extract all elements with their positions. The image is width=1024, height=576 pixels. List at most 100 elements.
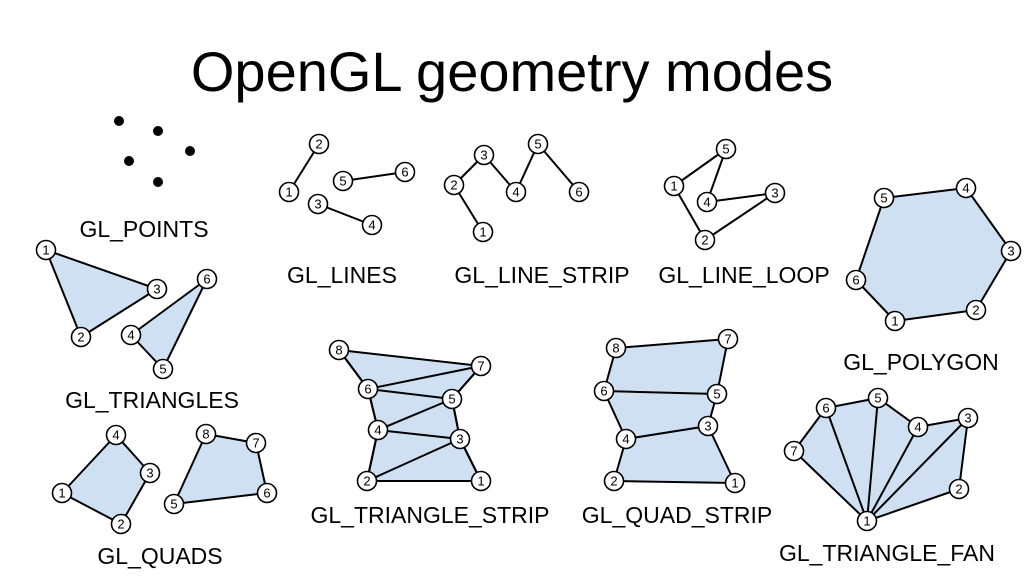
vertex-number: 7: [477, 359, 484, 374]
vertex-number: 7: [790, 444, 797, 459]
vertex-circle: [245, 432, 267, 454]
vertex-circle: [845, 269, 867, 291]
vertex-circle: [51, 482, 73, 504]
vertex-5: 5: [715, 138, 737, 160]
vertex-4: 4: [615, 428, 637, 450]
vertex-circle: [278, 181, 300, 203]
mode-label-triangle_fan: GL_TRIANGLE_FAN: [779, 540, 995, 566]
vertex-number: 3: [153, 282, 160, 297]
vertex-2: 2: [110, 513, 132, 535]
mode-label-line_loop: GL_LINE_LOOP: [658, 262, 829, 288]
vertex-circle: [357, 378, 379, 400]
vertex-circle: [1000, 240, 1022, 262]
vertex-6: 6: [357, 378, 379, 400]
vertex-2: 2: [603, 470, 625, 492]
vertex-number: 5: [880, 191, 887, 206]
vertex-number: 3: [771, 186, 778, 201]
strip-face: [603, 338, 736, 484]
vertex-circle: [783, 440, 805, 462]
vertex-number: 5: [534, 137, 541, 152]
vertex-number: 3: [1007, 244, 1014, 259]
vertex-number: 2: [77, 330, 84, 345]
vertex-2: 2: [694, 229, 716, 251]
vertex-4: 4: [361, 214, 383, 236]
polygon-face: [855, 187, 1012, 322]
quad-face: [61, 434, 151, 525]
vertex-number: 2: [610, 474, 617, 489]
vertex-circle: [307, 193, 329, 215]
vertex-6: 6: [256, 482, 278, 504]
vertex-circle: [568, 181, 590, 203]
vertex-1: 1: [51, 482, 73, 504]
vertex-circle: [361, 214, 383, 236]
vertex-circle: [196, 268, 218, 290]
vertex-circle: [717, 328, 739, 350]
vertex-5: 5: [706, 383, 728, 405]
triangle-face: [45, 249, 158, 338]
vertex-circle: [697, 415, 719, 437]
vertex-circle: [706, 383, 728, 405]
edge: [537, 143, 580, 193]
vertex-number: 2: [701, 233, 708, 248]
vertex-number: 3: [314, 197, 321, 212]
vertex-circle: [470, 470, 492, 492]
vertex-3: 3: [1000, 240, 1022, 262]
vertex-number: 6: [401, 165, 408, 180]
vertex-8: 8: [605, 337, 627, 359]
vertex-number: 4: [914, 420, 921, 435]
vertex-circle: [308, 133, 330, 155]
vertex-6: 6: [845, 269, 867, 291]
mode-points: GL_POINTS: [79, 116, 209, 242]
vertex-1: 1: [663, 175, 685, 197]
vertex-number: 2: [972, 303, 979, 318]
vertex-number: 3: [456, 432, 463, 447]
vertex-circle: [195, 423, 217, 445]
vertex-3: 3: [139, 462, 161, 484]
vertex-circle: [884, 310, 906, 332]
vertex-8: 8: [328, 339, 350, 361]
vertex-4: 4: [696, 191, 718, 213]
vertex-number: 1: [477, 474, 484, 489]
vertex-circle: [867, 387, 889, 409]
vertex-number: 1: [42, 243, 49, 258]
vertex-circle: [505, 181, 527, 203]
vertex-number: 2: [363, 474, 370, 489]
vertex-circle: [472, 221, 494, 243]
vertex-4: 4: [505, 181, 527, 203]
vertex-1: 1: [35, 239, 57, 261]
vertex-1: 1: [470, 470, 492, 492]
vertex-circle: [256, 482, 278, 504]
vertex-5: 5: [527, 133, 549, 155]
vertex-circle: [139, 462, 161, 484]
vertex-number: 6: [203, 272, 210, 287]
vertex-circle: [605, 337, 627, 359]
page-title: OpenGL geometry modes: [190, 40, 834, 103]
vertex-circle: [105, 424, 127, 446]
edge: [866, 426, 919, 522]
vertex-7: 7: [783, 440, 805, 462]
vertex-5: 5: [163, 493, 185, 515]
vertex-5: 5: [867, 387, 889, 409]
vertex-circle: [367, 419, 389, 441]
vertex-5: 5: [332, 170, 354, 192]
vertex-5: 5: [152, 358, 174, 380]
vertex-number: 1: [670, 179, 677, 194]
vertex-2: 2: [356, 470, 378, 492]
vertex-circle: [332, 170, 354, 192]
vertex-circle: [593, 380, 615, 402]
vertex-number: 1: [479, 225, 486, 240]
vertex-circle: [527, 133, 549, 155]
vertex-circle: [473, 144, 495, 166]
edge: [367, 388, 453, 400]
vertex-number: 4: [703, 195, 710, 210]
edge: [366, 438, 461, 482]
vertex-circle: [449, 428, 471, 450]
vertex-circle: [663, 175, 685, 197]
edge: [377, 398, 453, 431]
mode-label-quads: GL_QUADS: [97, 543, 222, 569]
